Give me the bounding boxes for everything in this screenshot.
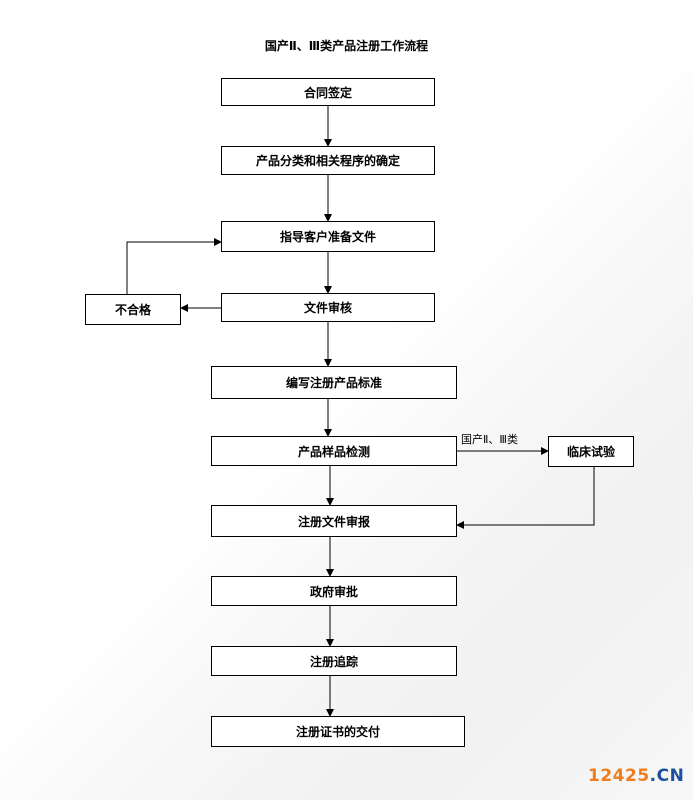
step-write-standard: 编写注册产品标准: [211, 366, 457, 399]
step-contract: 合同签定: [221, 78, 435, 106]
step-unqualified: 不合格: [85, 294, 181, 325]
step-submit-documents: 注册文件审报: [211, 505, 457, 537]
diagram-title: 国产Ⅱ、Ⅲ类产品注册工作流程: [264, 39, 429, 53]
step-guide-client: 指导客户准备文件: [221, 221, 435, 252]
step-registration-tracking: 注册追踪: [211, 646, 457, 676]
arrow-unqualified-to-guide: [126, 238, 222, 294]
step-certificate-delivery: 注册证书的交付: [211, 716, 465, 747]
watermark-logo: 12425.CN: [588, 766, 684, 786]
watermark-number: 12425: [588, 766, 650, 786]
watermark-suffix: .CN: [649, 766, 685, 786]
step-government-approval: 政府审批: [211, 576, 457, 606]
step-sample-testing: 产品样品检测: [211, 436, 457, 466]
arrow-clinical-to-submit: [456, 467, 595, 529]
edge-label-clinical-branch: 国产Ⅱ、Ⅲ类: [461, 433, 518, 446]
step-document-review: 文件审核: [221, 293, 435, 322]
step-classify: 产品分类和相关程序的确定: [221, 146, 435, 175]
step-clinical-trial: 临床试验: [548, 436, 634, 467]
